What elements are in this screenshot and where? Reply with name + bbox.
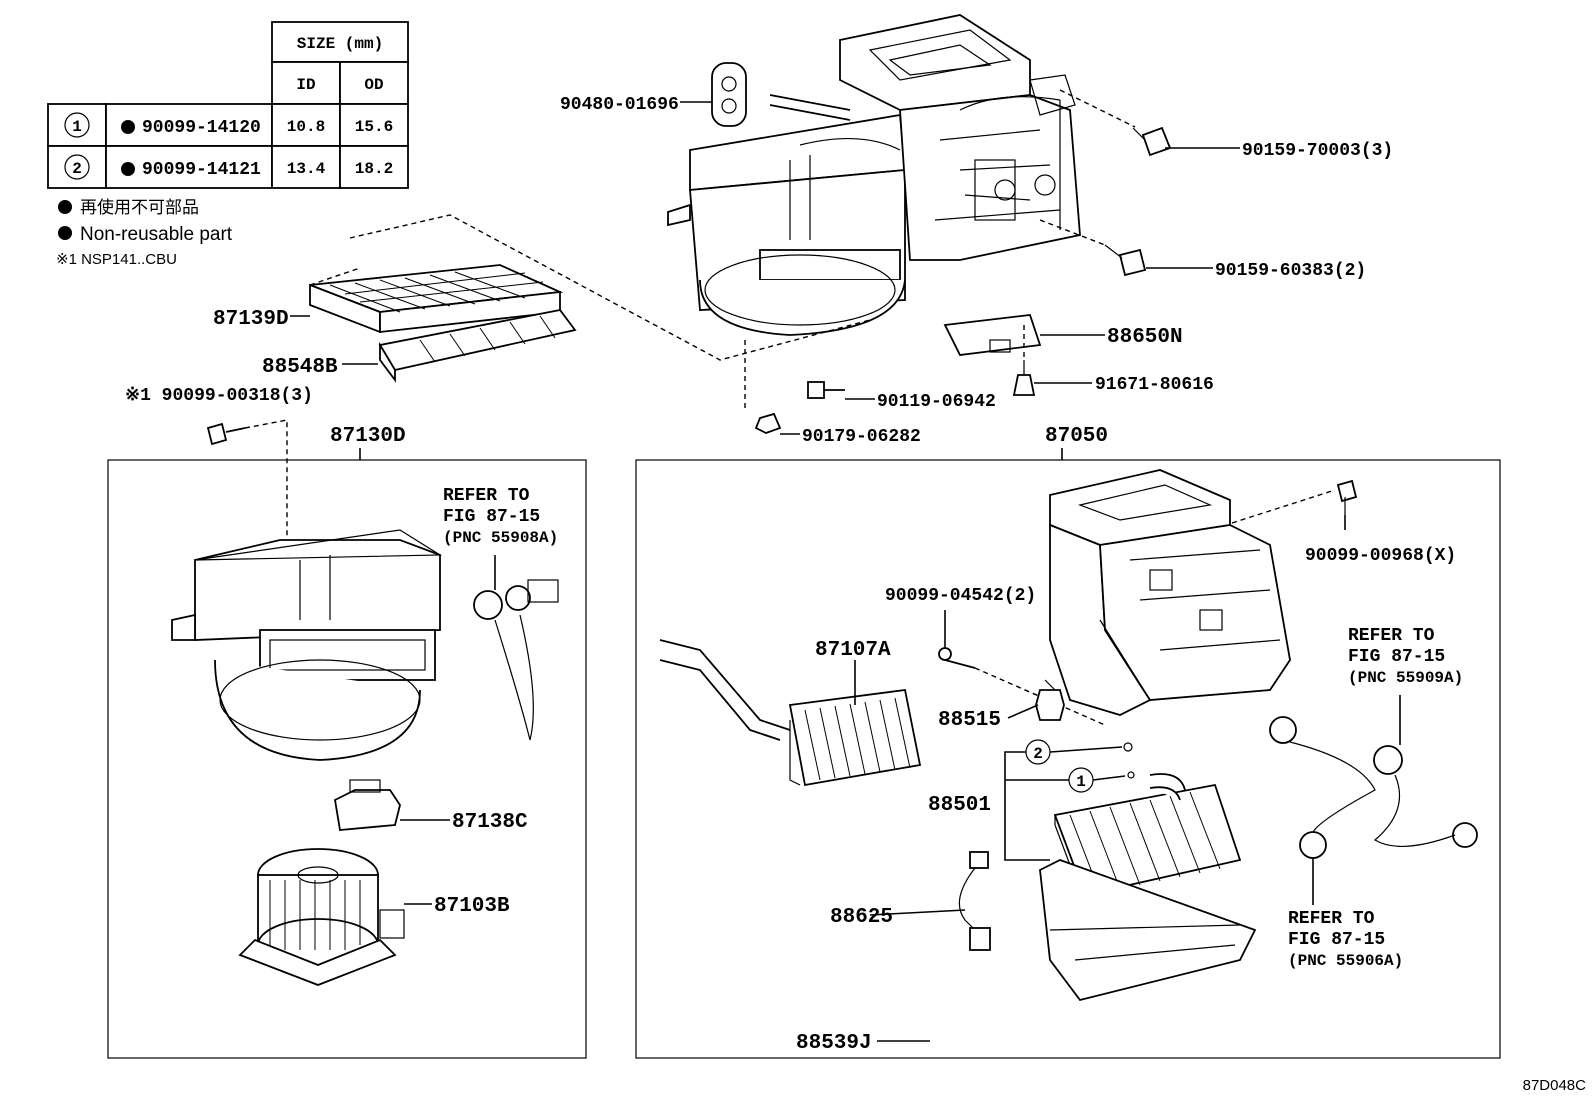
legend-en: Non-reusable part bbox=[80, 224, 233, 245]
expansion-valve-88515-drawing bbox=[1035, 679, 1065, 721]
screw-90159-70003-icon bbox=[1132, 126, 1172, 157]
hvac-unit-assembly-drawing bbox=[667, 14, 1081, 336]
table-col-id: ID bbox=[296, 76, 315, 94]
label-90480-01696: 90480-01696 bbox=[560, 95, 679, 115]
clip-91671-80616-icon bbox=[1012, 360, 1036, 396]
label-90099-00318: ※1 90099-00318(3) bbox=[125, 386, 313, 406]
label-87139d: 87139D bbox=[213, 308, 289, 331]
label-90119-06942: 90119-06942 bbox=[877, 392, 996, 412]
box-87130d bbox=[107, 459, 587, 1059]
table-row-1-od: 15.6 bbox=[355, 118, 393, 136]
blower-unit-87130d-drawing bbox=[171, 529, 443, 761]
legend-jp: 再使用不可部品 bbox=[80, 197, 199, 217]
thermistor-88625-drawing bbox=[958, 851, 991, 951]
refer-to-text: REFER TO bbox=[1288, 909, 1375, 929]
refer-to-text: REFER TO bbox=[443, 486, 530, 506]
refer-pnc-text: (PNC 55906A) bbox=[1288, 952, 1403, 970]
non-reusable-dot-icon bbox=[58, 200, 72, 214]
label-90099-00968: 90099-00968(X) bbox=[1305, 546, 1456, 566]
label-88650n: 88650N bbox=[1107, 326, 1183, 349]
label-90159-70003: 90159-70003(3) bbox=[1242, 141, 1393, 161]
figure-code: 87D048C bbox=[1523, 1077, 1587, 1094]
table-row-2-part: 90099-14121 bbox=[142, 160, 261, 180]
refer-fig-text: FIG 87-15 bbox=[1288, 930, 1385, 950]
legend-note: ※1 NSP141..CBU bbox=[56, 251, 177, 268]
circle-ref-2-label: 2 bbox=[1033, 745, 1043, 763]
screw-90159-60383-icon bbox=[1104, 244, 1147, 277]
label-90099-04542: 90099-04542(2) bbox=[885, 586, 1036, 606]
label-87103b: 87103B bbox=[434, 895, 510, 918]
drain-hose-88539j-drawing bbox=[929, 1010, 1081, 1042]
refer-fig-text: FIG 87-15 bbox=[1348, 647, 1445, 667]
label-88625: 88625 bbox=[830, 906, 893, 929]
circle-ref-1-label: 1 bbox=[1076, 773, 1086, 791]
table-row-1-part: 90099-14120 bbox=[142, 118, 261, 138]
table-col-od: OD bbox=[364, 76, 383, 94]
refer-to-55909a: REFER TO FIG 87-15 (PNC 55909A) bbox=[1348, 626, 1463, 687]
refer-fig-text: FIG 87-15 bbox=[443, 507, 540, 527]
lower-case-drawing bbox=[1039, 859, 1257, 1002]
label-88548b: 88548B bbox=[262, 356, 338, 379]
blower-motor-87103b-drawing bbox=[238, 848, 405, 986]
refer-to-55908a: REFER TO FIG 87-15 (PNC 55908A) bbox=[443, 486, 558, 547]
heater-core-87107a-drawing bbox=[659, 639, 922, 787]
heater-case-87050-drawing bbox=[1049, 469, 1291, 716]
refer-to-text: REFER TO bbox=[1348, 626, 1435, 646]
label-90179-06282: 90179-06282 bbox=[802, 427, 921, 447]
label-91671-80616: 91671-80616 bbox=[1095, 375, 1214, 395]
screw-90119-06942-icon bbox=[807, 381, 845, 399]
table-row-2-od: 18.2 bbox=[355, 160, 393, 178]
nut-90179-06282-icon bbox=[754, 412, 782, 434]
label-87138c: 87138C bbox=[452, 811, 528, 834]
label-88515: 88515 bbox=[938, 709, 1001, 732]
leader-lines bbox=[290, 101, 1401, 1042]
non-reusable-dot-icon bbox=[121, 162, 135, 176]
table-row-2-id: 13.4 bbox=[287, 160, 326, 178]
resistor-87138c-drawing bbox=[334, 779, 401, 831]
refer-pnc-text: (PNC 55909A) bbox=[1348, 669, 1463, 687]
size-table: SIZE (mm) ID OD 1 90099-14120 10.8 15.6 … bbox=[47, 21, 409, 189]
table-row-1-ref: 1 bbox=[72, 118, 82, 136]
box-87050 bbox=[635, 459, 1501, 1059]
filter-cover-88548b-drawing bbox=[378, 309, 577, 383]
table-size-header: SIZE (mm) bbox=[297, 35, 383, 53]
servo-motor-55906a-drawing bbox=[1269, 716, 1376, 859]
non-reusable-dot-icon bbox=[121, 120, 135, 134]
servo-motor-55909a-drawing bbox=[1373, 745, 1478, 848]
refer-pnc-text: (PNC 55908A) bbox=[443, 529, 558, 547]
filter-87139d-drawing bbox=[309, 264, 564, 334]
servo-motor-55908a-drawing bbox=[473, 579, 559, 741]
label-88539j: 88539J bbox=[796, 1032, 872, 1055]
non-reusable-dot-icon bbox=[58, 226, 72, 240]
label-88501: 88501 bbox=[928, 794, 991, 817]
screw-90099-00318-icon bbox=[206, 422, 246, 446]
table-row-1-id: 10.8 bbox=[287, 118, 325, 136]
screw-90099-00968-icon bbox=[1336, 479, 1358, 515]
screw-90099-04542-icon bbox=[938, 647, 976, 669]
refer-to-55906a: REFER TO FIG 87-15 (PNC 55906A) bbox=[1288, 909, 1403, 970]
legend: 再使用不可部品 Non-reusable part ※1 NSP141..CBU bbox=[56, 197, 233, 268]
amplifier-88650n-drawing bbox=[943, 314, 1042, 356]
label-87050: 87050 bbox=[1045, 425, 1108, 448]
label-87107a: 87107A bbox=[815, 639, 891, 662]
table-row-2-ref: 2 bbox=[72, 160, 82, 178]
label-87130d: 87130D bbox=[330, 425, 406, 448]
label-90159-60383: 90159-60383(2) bbox=[1215, 261, 1366, 281]
